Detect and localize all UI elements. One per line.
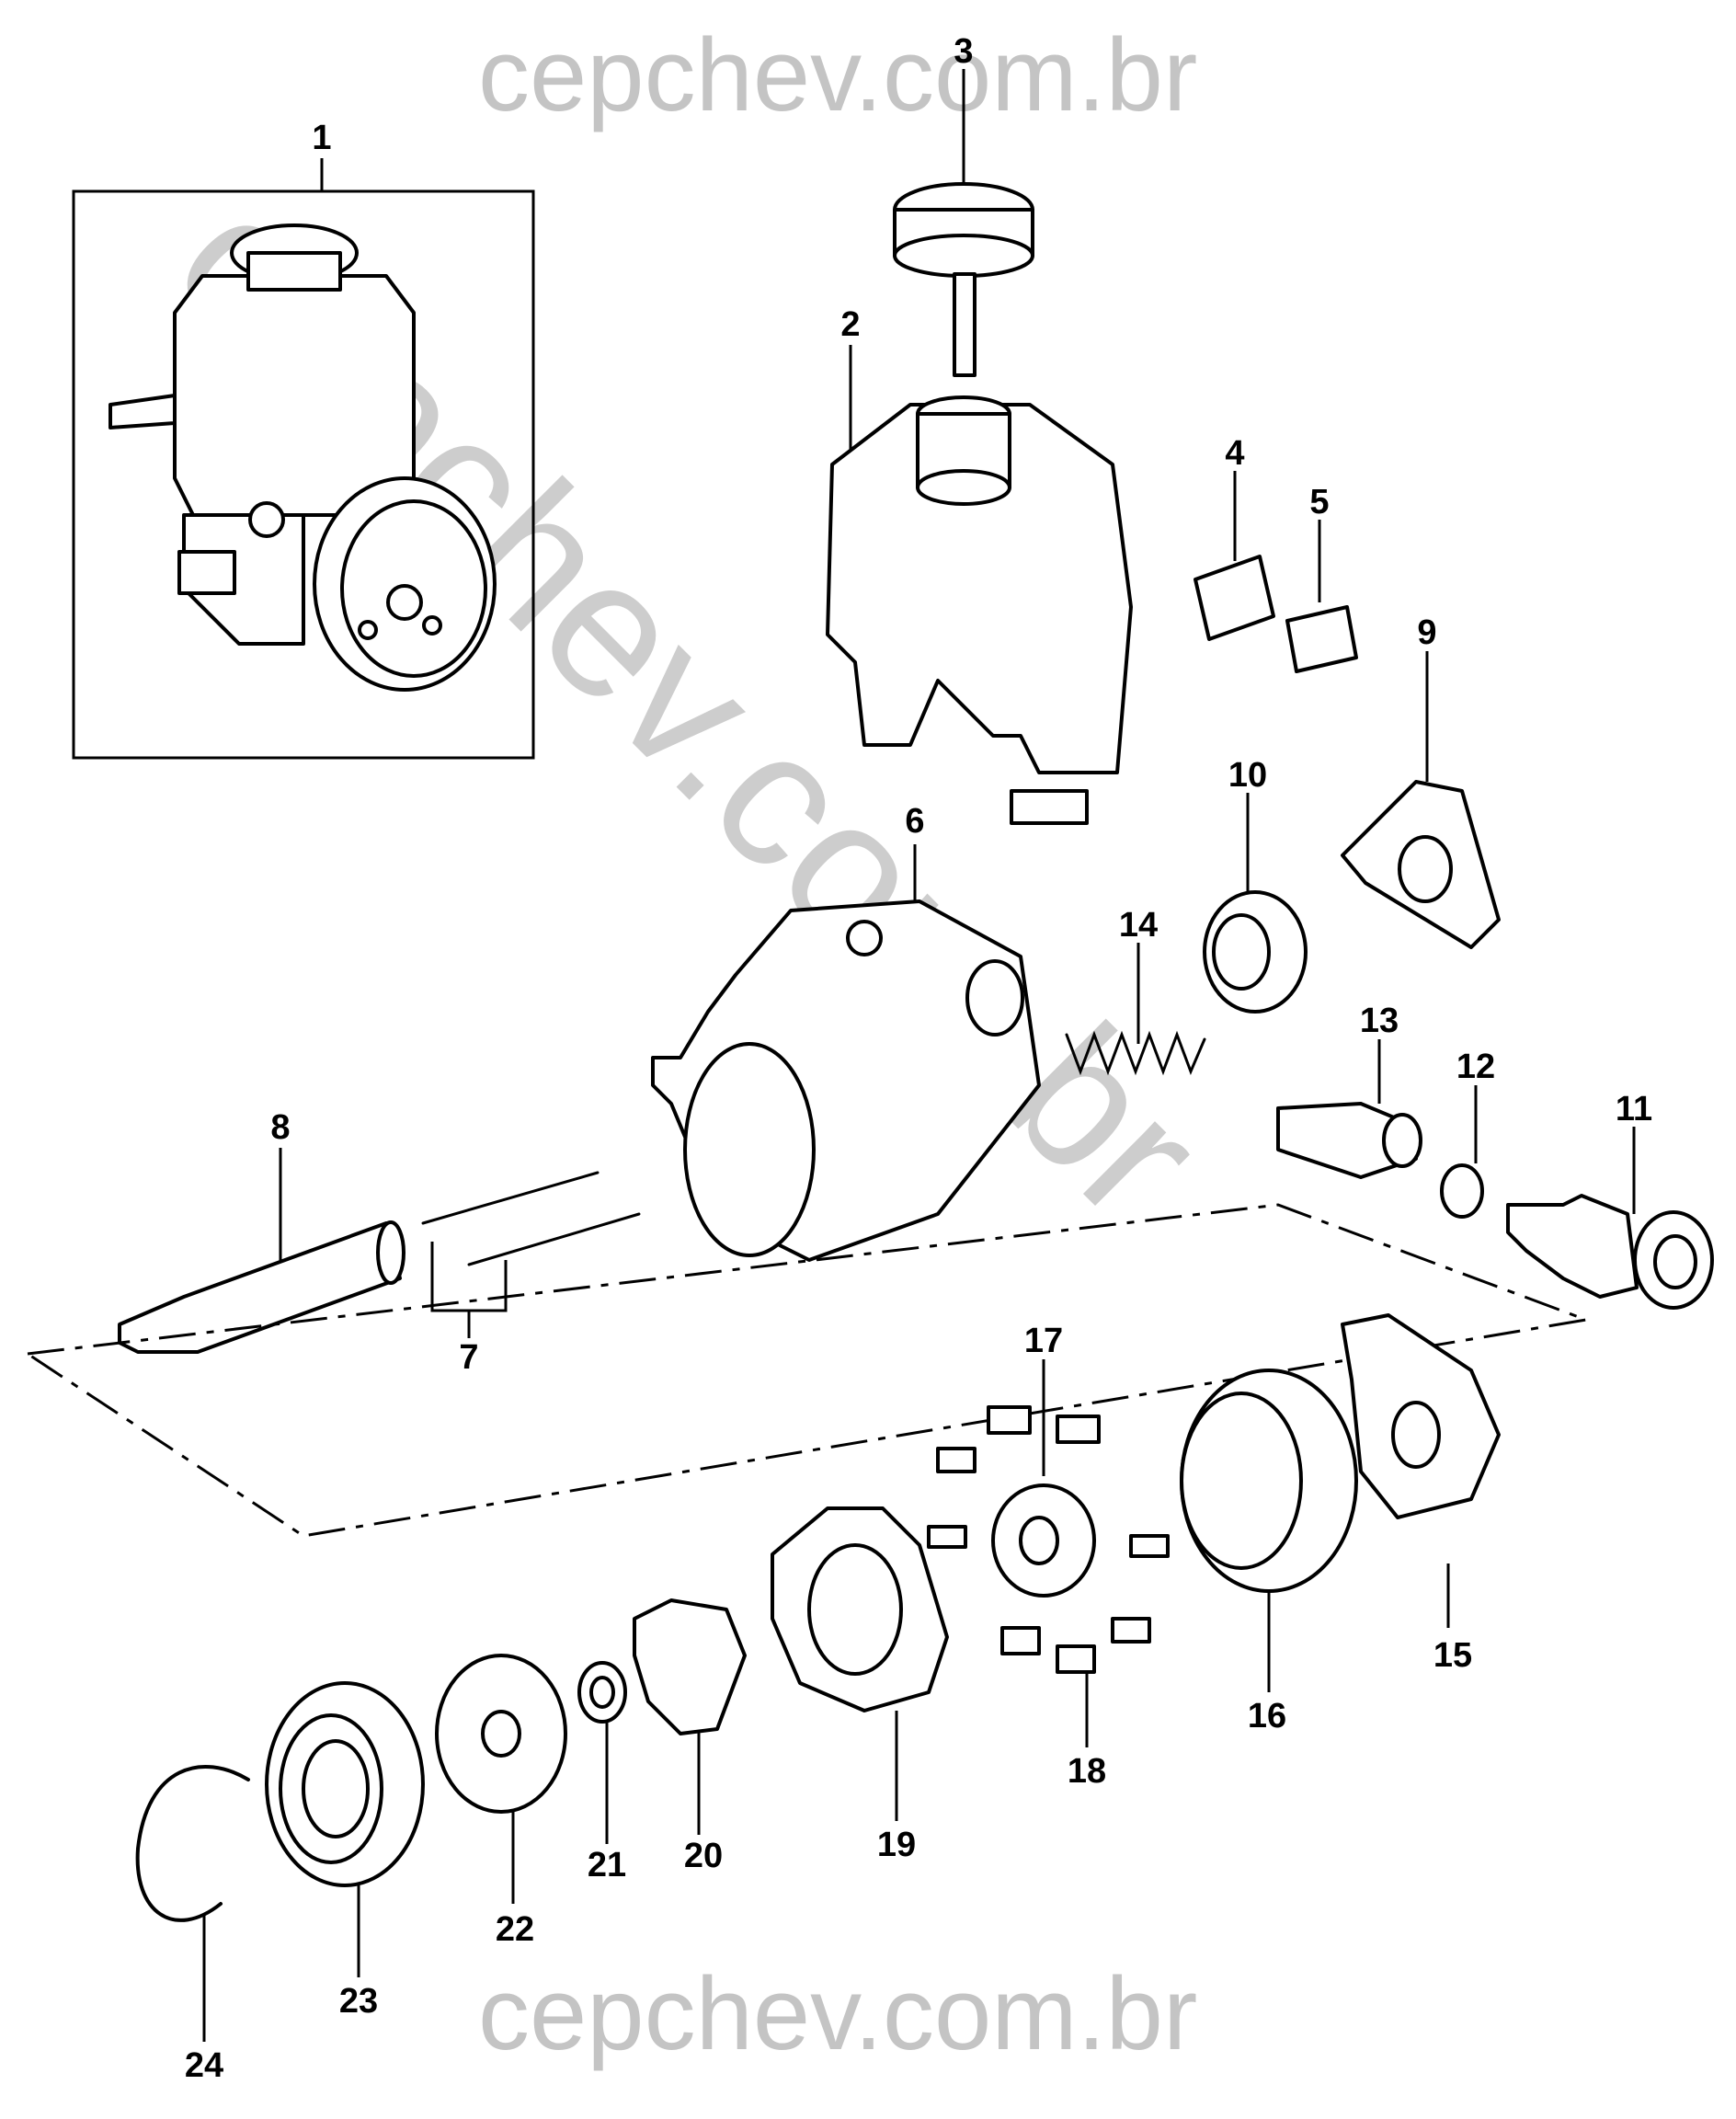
part-6-pump-housing [651, 844, 1041, 1262]
callout-19: 19 [877, 1826, 916, 1864]
callout-3: 3 [954, 32, 973, 71]
callout-9: 9 [1417, 613, 1436, 652]
part-8-drive-shaft [118, 1148, 405, 1354]
watermark-bottom: cepchev.com.br [478, 1956, 1197, 2071]
part-2-reservoir [826, 345, 1133, 825]
callout-24: 24 [185, 2046, 223, 2085]
part-1-pump-assembly [72, 158, 535, 760]
part-16-cam-ring [1180, 1369, 1358, 1692]
part-22-shim [435, 1654, 567, 1904]
callout-22: 22 [496, 1910, 534, 1949]
callout-23: 23 [339, 1982, 378, 2021]
callout-labels: 1 2 3 4 5 6 7 8 9 10 11 12 13 14 15 16 1… [185, 32, 1652, 2085]
part-5-plate [1285, 520, 1358, 673]
callout-16: 16 [1248, 1697, 1286, 1735]
callout-6: 6 [905, 802, 924, 841]
part-23-end-plug [265, 1681, 425, 1977]
callout-20: 20 [684, 1837, 723, 1875]
part-18-vanes [927, 1405, 1170, 1747]
callout-21: 21 [588, 1846, 626, 1884]
callout-2: 2 [840, 305, 860, 344]
callout-1: 1 [312, 119, 331, 157]
part-4-clip [1194, 471, 1275, 641]
part-24-retaining-ring [135, 1765, 250, 2042]
callout-12: 12 [1456, 1048, 1495, 1086]
part-13-valve [1276, 1039, 1422, 1179]
callout-14: 14 [1119, 906, 1158, 945]
watermark-top: cepchev.com.br [478, 17, 1197, 132]
callout-13: 13 [1360, 1002, 1399, 1040]
part-15-pressure-plate [1341, 1313, 1501, 1628]
part-7-dowel-pins [421, 1171, 641, 1338]
callout-8: 8 [270, 1108, 290, 1147]
part-10-seal-ring [1203, 793, 1308, 1014]
part-19-thrust-plate [771, 1506, 949, 1821]
part-12-o-ring [1440, 1085, 1484, 1219]
callout-7: 7 [459, 1338, 478, 1377]
subassembly-outline [23, 1203, 1592, 1538]
part-11-outlet-fitting [1506, 1127, 1714, 1310]
callout-5: 5 [1309, 483, 1329, 521]
part-3-reservoir-cap [893, 69, 1034, 377]
part-17-rotor [991, 1359, 1096, 1598]
callout-17: 17 [1024, 1322, 1063, 1360]
part-14-spring [1065, 943, 1206, 1076]
callout-10: 10 [1228, 756, 1267, 795]
part-9-mounting-flange [1341, 651, 1501, 949]
part-21-washer [577, 1661, 627, 1844]
part-20-spring-clip [633, 1598, 747, 1835]
callout-18: 18 [1068, 1752, 1106, 1791]
callout-15: 15 [1433, 1636, 1472, 1675]
callout-11: 11 [1616, 1090, 1652, 1128]
callout-4: 4 [1225, 434, 1244, 473]
